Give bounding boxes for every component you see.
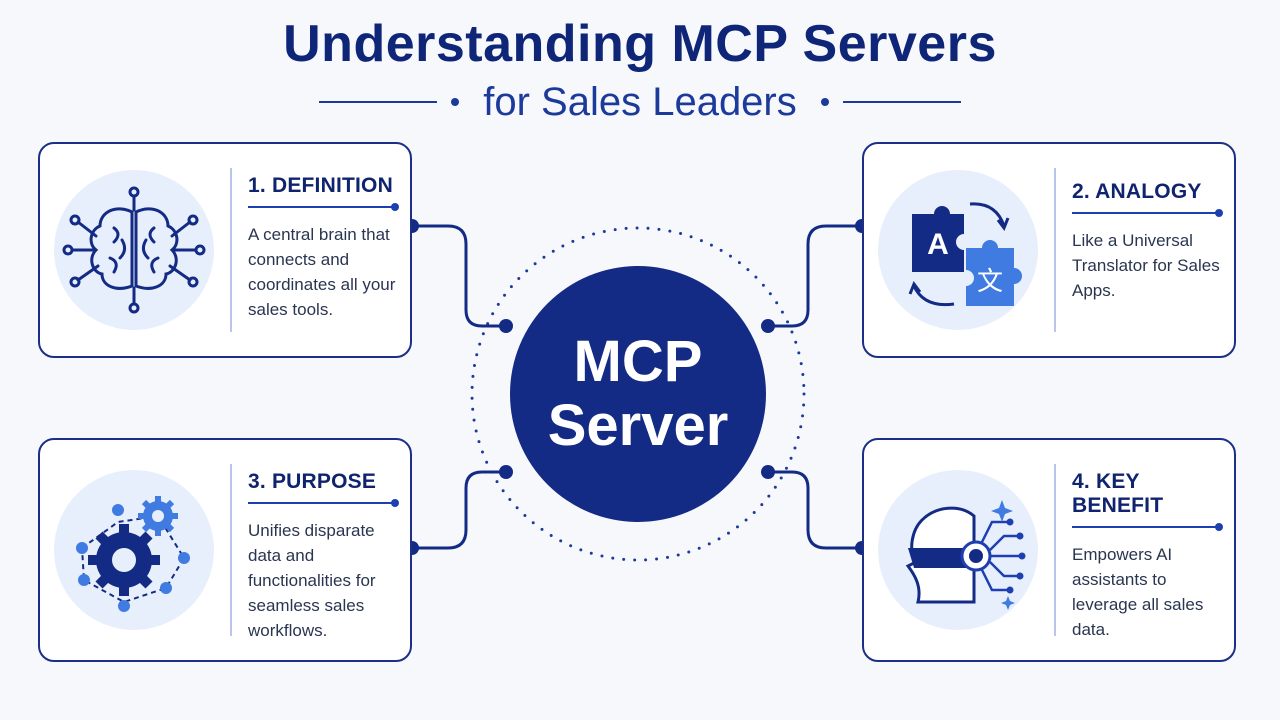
gears-network-icon bbox=[54, 470, 214, 630]
hub-label-line1: MCP bbox=[573, 329, 703, 394]
mcp-server-hub: MCP Server bbox=[510, 266, 766, 522]
card-heading: 4. KEY BENEFIT bbox=[1072, 470, 1164, 517]
translation-puzzle-icon: A 文 bbox=[878, 170, 1038, 330]
card-body: 2. ANALOGY Like a Universal Translator f… bbox=[1072, 180, 1223, 303]
card-heading: 3. PURPOSE bbox=[248, 470, 377, 493]
ai-head-icon bbox=[878, 470, 1038, 630]
subtitle-rule-right bbox=[842, 101, 961, 103]
brain-network-icon bbox=[54, 170, 214, 330]
translator-glyph-a: A bbox=[927, 228, 949, 261]
card-divider bbox=[230, 464, 232, 636]
page-subtitle: for Sales Leaders bbox=[483, 79, 797, 124]
card-text: Like a Universal Translator for Sales Ap… bbox=[1072, 231, 1220, 300]
card-divider bbox=[1054, 168, 1056, 332]
card-text: Unifies disparate data and functionaliti… bbox=[248, 521, 376, 640]
card-divider bbox=[1054, 464, 1056, 636]
subtitle-row: for Sales Leaders bbox=[0, 76, 1280, 128]
card-heading: 2. ANALOGY bbox=[1072, 180, 1202, 203]
heading-rule bbox=[248, 499, 399, 507]
heading-rule bbox=[1072, 523, 1223, 531]
connector-analogy bbox=[768, 224, 862, 328]
connector-node bbox=[761, 465, 775, 479]
card-purpose: 3. PURPOSE Unifies disparate data and fu… bbox=[38, 438, 412, 662]
heading-rule bbox=[248, 203, 399, 211]
hub-label-line2: Server bbox=[547, 393, 729, 458]
card-body: 1. DEFINITION A central brain that conne… bbox=[248, 174, 399, 322]
page-title: Understanding MCP Servers bbox=[283, 15, 997, 73]
connector-purpose bbox=[412, 470, 506, 550]
connector-node bbox=[499, 465, 513, 479]
subtitle-dot-right bbox=[820, 98, 829, 106]
card-body: 4. KEY BENEFIT Empowers AI assistants to… bbox=[1072, 470, 1223, 642]
connector-node bbox=[499, 319, 513, 333]
card-definition: 1. DEFINITION A central brain that conne… bbox=[38, 142, 412, 358]
subtitle-dot-left bbox=[451, 98, 460, 106]
heading-rule bbox=[1072, 209, 1223, 217]
hub-dotted-ring bbox=[470, 226, 806, 562]
card-text: A central brain that connects and coordi… bbox=[248, 225, 396, 319]
card-key-benefit: 4. KEY BENEFIT Empowers AI assistants to… bbox=[862, 438, 1236, 662]
card-divider bbox=[230, 168, 232, 332]
connector-node bbox=[761, 319, 775, 333]
card-body: 3. PURPOSE Unifies disparate data and fu… bbox=[248, 470, 399, 643]
connector-definition bbox=[412, 224, 506, 328]
card-text: Empowers AI assistants to leverage all s… bbox=[1072, 545, 1204, 639]
card-analogy: A 文 2. ANALOGY Like a Universal Translat… bbox=[862, 142, 1236, 358]
card-heading: 1. DEFINITION bbox=[248, 174, 393, 197]
connector-benefit bbox=[768, 470, 862, 550]
subtitle-rule-left bbox=[319, 101, 438, 103]
translator-glyph-b: 文 bbox=[977, 267, 1003, 297]
